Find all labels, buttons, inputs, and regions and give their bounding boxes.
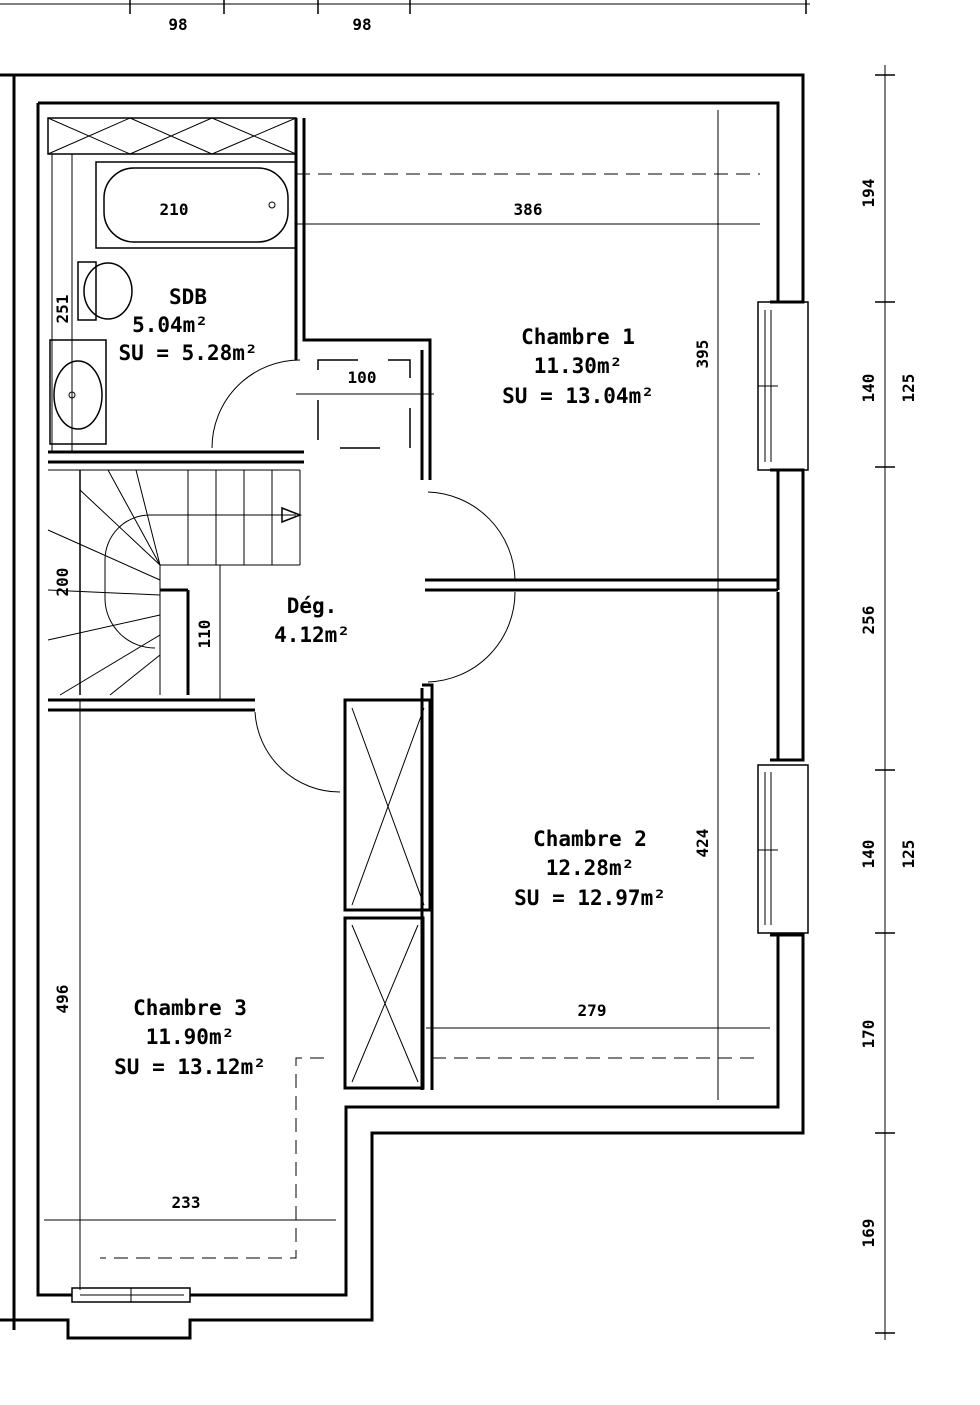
dim-chambre1-width: 386 xyxy=(514,200,543,219)
dim-bath: 210 xyxy=(160,200,189,219)
room-su: SU = 5.28m² xyxy=(118,341,257,365)
room-su: SU = 12.97m² xyxy=(514,886,666,910)
room-name: Chambre 3 xyxy=(133,996,247,1020)
dim-sdb-small: 251 xyxy=(53,295,72,324)
inner-wall xyxy=(36,101,780,1297)
dim-right-seg5: 170 xyxy=(859,1020,878,1049)
room-chambre-1: Chambre 1 11.30m² SU = 13.04m² xyxy=(502,325,654,408)
door-sdb xyxy=(211,359,301,449)
room-area: 11.90m² xyxy=(146,1025,235,1049)
dim-right-seg6: 169 xyxy=(859,1219,878,1248)
room-chambre-3: Chambre 3 11.90m² SU = 13.12m² xyxy=(114,996,266,1079)
room-area: 12.28m² xyxy=(546,856,635,880)
room-area: 11.30m² xyxy=(534,354,623,378)
room-name: Chambre 2 xyxy=(533,827,647,851)
window-chambre-2 xyxy=(757,764,809,934)
dim-right-seg2: 140 xyxy=(859,374,878,403)
dim-right-seg3: 256 xyxy=(859,606,878,635)
staircase xyxy=(47,469,303,700)
window-chambre-1 xyxy=(757,301,809,471)
bathtub xyxy=(95,161,297,249)
plumbing-column xyxy=(51,154,73,452)
sink xyxy=(49,339,107,445)
toilet xyxy=(77,261,133,321)
window-chambre-3 xyxy=(71,1287,191,1303)
outer-wall xyxy=(0,73,805,1340)
room-name: SDB xyxy=(169,285,207,309)
dim-chambre2-height: 424 xyxy=(693,829,712,858)
dim-top-right: 98 xyxy=(352,15,371,34)
interior-walls xyxy=(48,118,778,1090)
dimension-hairlines xyxy=(44,110,770,1290)
dim-chambre2-width: 279 xyxy=(578,1001,607,1020)
dim-right-seg2-alt: 125 xyxy=(899,374,918,403)
landing-outline xyxy=(317,359,411,449)
door-chambre-3 xyxy=(254,711,341,793)
room-sdb: SDB 5.04m² SU = 5.28m² xyxy=(118,285,257,365)
dim-right-seg4-alt: 125 xyxy=(899,840,918,869)
dim-chambre1-height: 395 xyxy=(693,340,712,369)
dim-landing: 100 xyxy=(348,368,377,387)
dashed-lines xyxy=(100,173,760,1259)
dim-top-left: 98 xyxy=(168,15,187,34)
room-su: SU = 13.12m² xyxy=(114,1055,266,1079)
dim-stair-width: 110 xyxy=(195,620,214,649)
room-area: 4.12m² xyxy=(274,623,350,647)
dim-right-seg4: 140 xyxy=(859,840,878,869)
dim-chambre3-width: 233 xyxy=(172,1193,201,1212)
dim-chambre3-height: 496 xyxy=(53,985,72,1014)
room-su: SU = 13.04m² xyxy=(502,384,654,408)
room-area: 5.04m² xyxy=(132,313,208,337)
top-dimension-line xyxy=(0,0,810,14)
room-degagement: Dég. 4.12m² xyxy=(274,594,350,647)
room-name: Dég. xyxy=(287,594,338,618)
right-dimension-line xyxy=(875,65,895,1340)
closet-crosses xyxy=(351,707,425,1083)
room-chambre-2: Chambre 2 12.28m² SU = 12.97m² xyxy=(514,827,666,910)
dim-stair-height: 200 xyxy=(53,568,72,597)
dim-right-seg1: 194 xyxy=(859,179,878,208)
door-chambre-2 xyxy=(427,591,516,683)
storage-top-left xyxy=(47,117,297,155)
door-chambre-1 xyxy=(427,491,516,581)
room-name: Chambre 1 xyxy=(521,325,635,349)
